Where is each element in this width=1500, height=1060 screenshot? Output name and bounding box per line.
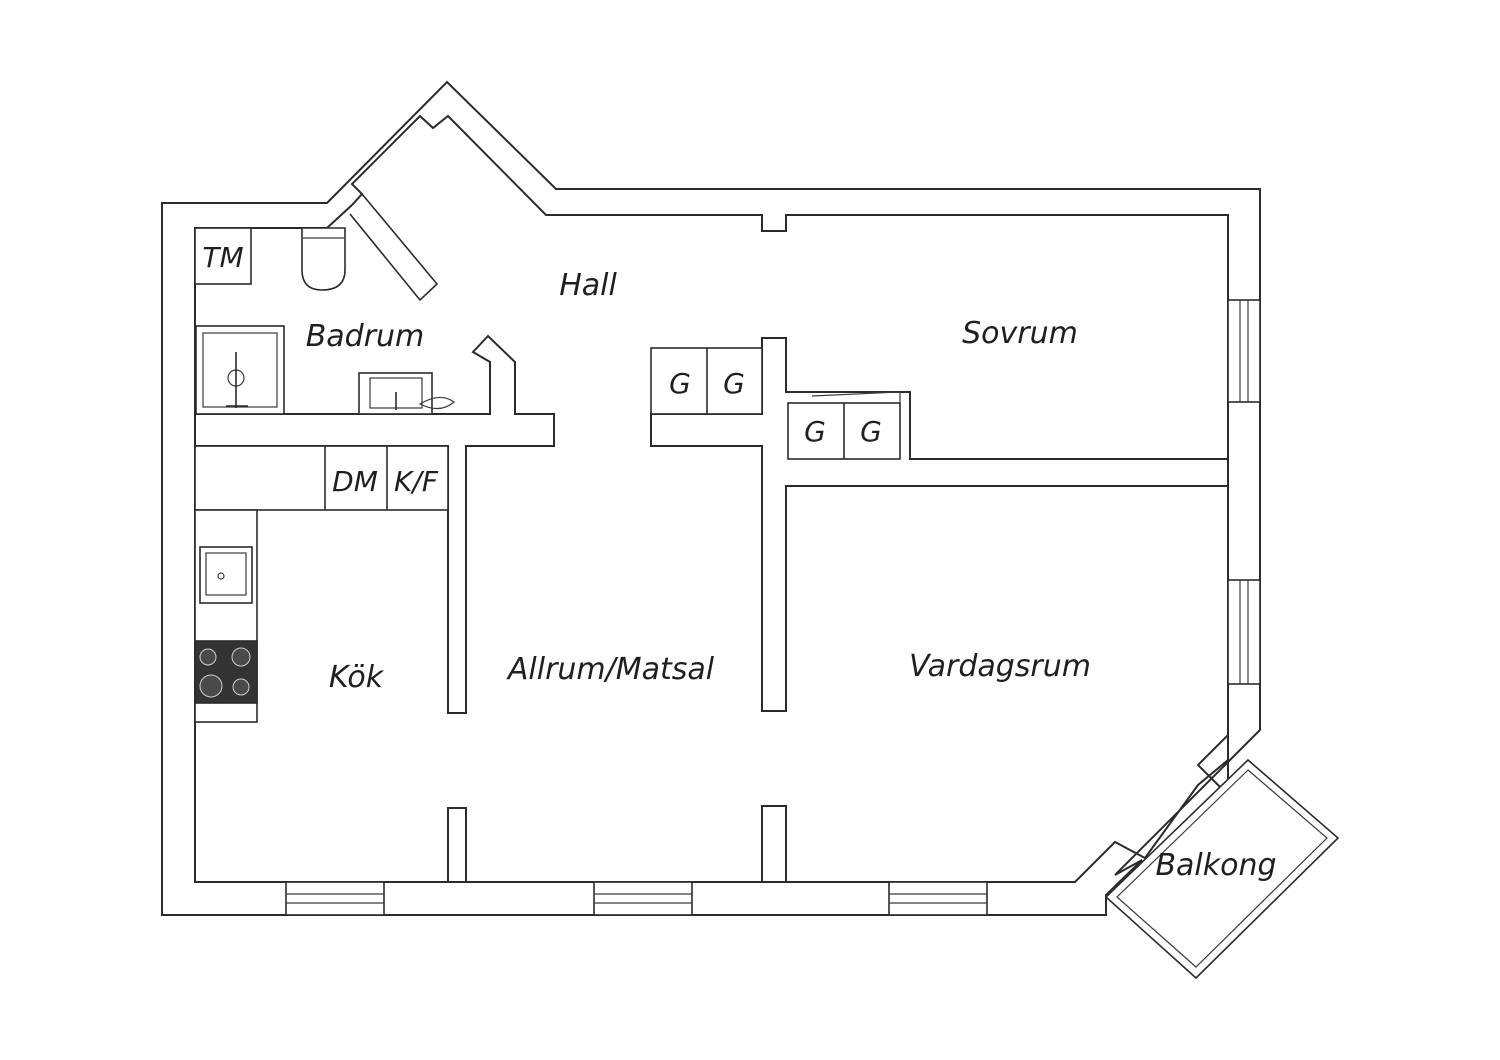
room-label-sovrum: Sovrum — [962, 316, 1078, 351]
sink — [358, 372, 455, 415]
wall-stub-left — [447, 807, 467, 883]
wardrobe-bedroom — [787, 391, 901, 460]
kitchen-sink — [199, 546, 253, 604]
tm-washer — [194, 227, 252, 285]
room-label-badrum: Badrum — [306, 319, 425, 354]
entrance-wall — [349, 183, 439, 302]
toilet — [301, 227, 346, 291]
wardrobe-label-2: G — [723, 367, 745, 400]
wall-stub-right — [761, 805, 787, 883]
entrance-jamb — [419, 115, 449, 130]
wardrobe-hall — [650, 347, 763, 415]
wardrobe-label-3: G — [804, 415, 826, 448]
balcony — [1104, 758, 1340, 980]
window-bottom-3 — [888, 881, 988, 916]
kf-label: K/F — [394, 465, 439, 498]
window-right-1 — [1227, 299, 1261, 403]
wardrobe-label-1: G — [669, 367, 691, 400]
window-right-2 — [1227, 579, 1261, 685]
bathroom-wall — [194, 334, 555, 714]
wardrobe-label-4: G — [860, 415, 882, 448]
window-bottom-2 — [593, 881, 693, 916]
room-label-kok: Kök — [329, 660, 385, 695]
room-label-allrum: Allrum/Matsal — [506, 652, 715, 687]
room-label-vardagsrum: Vardagsrum — [909, 649, 1091, 684]
window-bottom-1 — [285, 881, 385, 916]
room-label-balkong: Balkong — [1155, 848, 1276, 883]
tm-label: TM — [202, 241, 243, 274]
shower — [195, 325, 285, 415]
stove — [194, 640, 258, 704]
dm-label: DM — [332, 465, 378, 498]
room-label-hall: Hall — [559, 268, 617, 303]
